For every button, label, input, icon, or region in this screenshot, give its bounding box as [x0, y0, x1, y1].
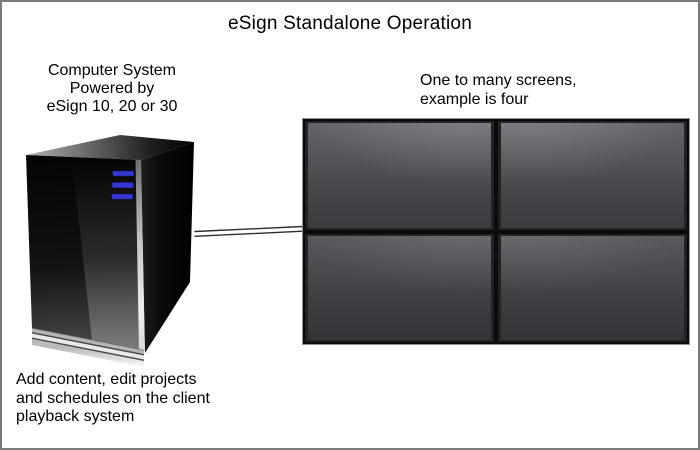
- connection-cable-1: [194, 225, 304, 233]
- screen-panel-top-right: [497, 120, 688, 231]
- screens-caption: One to many screens, example is four: [420, 72, 577, 108]
- screen-panel-bottom-right: [497, 232, 688, 343]
- screen-display-bottom-right: [501, 235, 684, 340]
- screen-display-bottom-left: [308, 235, 491, 340]
- computer-caption: Computer System Powered by eSign 10, 20 …: [46, 62, 178, 115]
- tower-side-face: [141, 142, 194, 353]
- video-wall: [302, 118, 690, 345]
- tower-front-sheen: [72, 158, 144, 350]
- connection-cable-2: [194, 230, 304, 238]
- led-indicators: [111, 170, 135, 200]
- tower-top-face: [26, 135, 194, 160]
- screen-panel-top-left: [304, 120, 495, 231]
- led-indicator-3: [111, 193, 134, 200]
- tower-base-strip-lower: [32, 333, 144, 360]
- screen-panel-bottom-left: [304, 232, 495, 343]
- tower-edge-highlight: [135, 159, 145, 351]
- diagram-title: eSign Standalone Operation: [228, 13, 472, 34]
- tower-base-strip-upper: [32, 328, 144, 354]
- connection-cables: [194, 225, 304, 238]
- screen-display-top-right: [501, 123, 684, 228]
- screen-display-top-left: [308, 123, 491, 228]
- led-indicator-2: [111, 181, 134, 189]
- led-indicator-1: [112, 170, 135, 177]
- footnote-text: Add content, edit projects and schedules…: [16, 371, 210, 425]
- tower-base-shadow: [32, 339, 144, 367]
